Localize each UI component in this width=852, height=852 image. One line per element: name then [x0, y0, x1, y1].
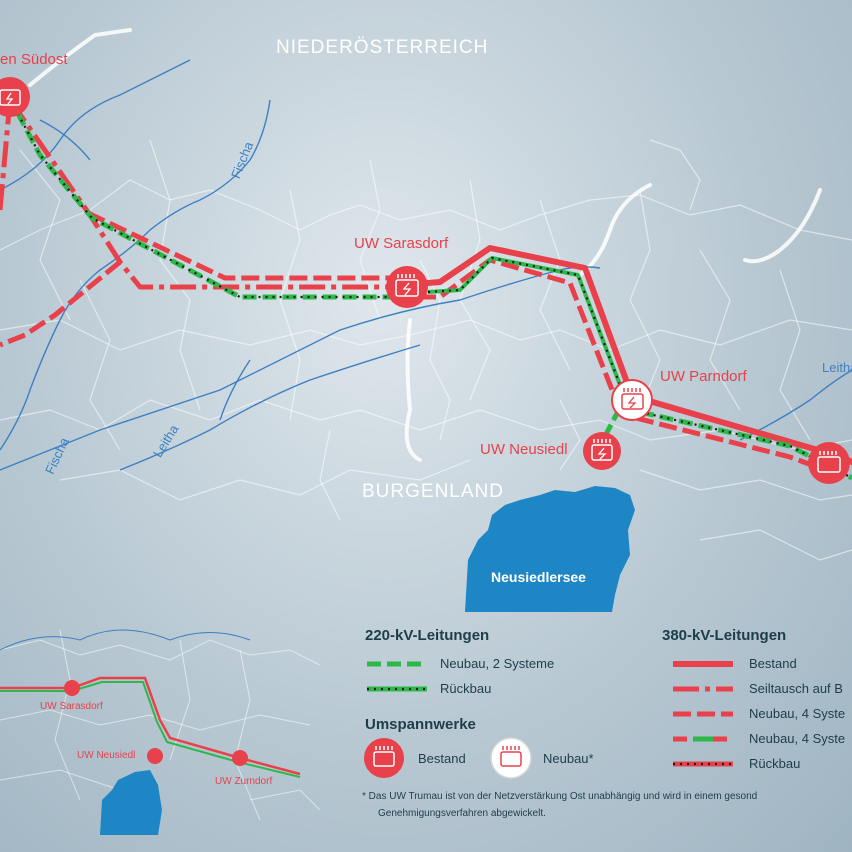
- substation-neusiedl[interactable]: [583, 432, 621, 470]
- creeks: [28, 28, 822, 462]
- region-label-niederoesterreich: NIEDERÖSTERREICH: [276, 37, 489, 58]
- legend-footnote: Genehmigungsverfahren abgewickelt.: [378, 808, 546, 819]
- substation-label-sarasdorf: UW Sarasdorf: [354, 235, 449, 252]
- substation-label-neusiedl: UW Neusiedl: [480, 441, 568, 458]
- legend-380kv-item: Neubau, 4 Syste: [749, 731, 846, 746]
- legend-umspannwerke-title: Umspannwerke: [365, 716, 476, 733]
- rivers: [0, 59, 852, 471]
- municipal-boundaries: [0, 139, 852, 561]
- line-380kv-seiltausch: [0, 98, 405, 290]
- substation-parndorf[interactable]: [611, 379, 653, 421]
- legend-380kv-item: Seiltausch auf B: [749, 681, 843, 696]
- region-label-burgenland: BURGENLAND: [362, 481, 504, 502]
- legend-380kv-item: Bestand: [749, 656, 797, 671]
- neusiedlersee-lake: [465, 486, 635, 612]
- legend-uw-neubau-label: Neubau*: [543, 751, 594, 766]
- legend-380kv-title: 380-kV-Leitungen: [662, 627, 787, 644]
- legend-footnote: * Das UW Trumau ist von der Netzverstärk…: [362, 791, 758, 802]
- legend-uw-bestand-icon: [364, 738, 404, 778]
- legend-swatches: [367, 661, 733, 767]
- legend-380kv-item: Neubau, 4 Syste: [749, 706, 846, 721]
- substation-sarasdorf[interactable]: [386, 266, 428, 308]
- substation-label-parndorf: UW Parndorf: [660, 368, 747, 385]
- legend-220kv-item: Neubau, 2 Systeme: [440, 656, 555, 671]
- legend-uw-bestand-label: Bestand: [418, 751, 466, 766]
- substation-east[interactable]: [808, 442, 850, 484]
- lake-label: Neusiedlersee: [491, 569, 586, 585]
- legend-220kv-title: 220-kV-Leitungen: [365, 627, 490, 644]
- line-rueckbau: [7, 94, 852, 479]
- minimap-label-sarasdorf: UW Sarasdorf: [40, 701, 103, 712]
- minimap-label-zurndorf: UW Zurndorf: [215, 776, 273, 787]
- river-label-leitha: Leitha: [822, 360, 852, 375]
- minimap: [0, 629, 321, 835]
- legend-uw-neubau-icon: [490, 737, 532, 779]
- legend-220kv-item: Rückbau: [440, 681, 492, 696]
- substation-wien-suedost[interactable]: [0, 77, 30, 117]
- legend-380kv-item: Rückbau: [749, 756, 801, 771]
- substation-label-wien-suedost: en Südost: [0, 51, 68, 68]
- minimap-label-neusiedl: UW Neusiedl: [77, 750, 136, 761]
